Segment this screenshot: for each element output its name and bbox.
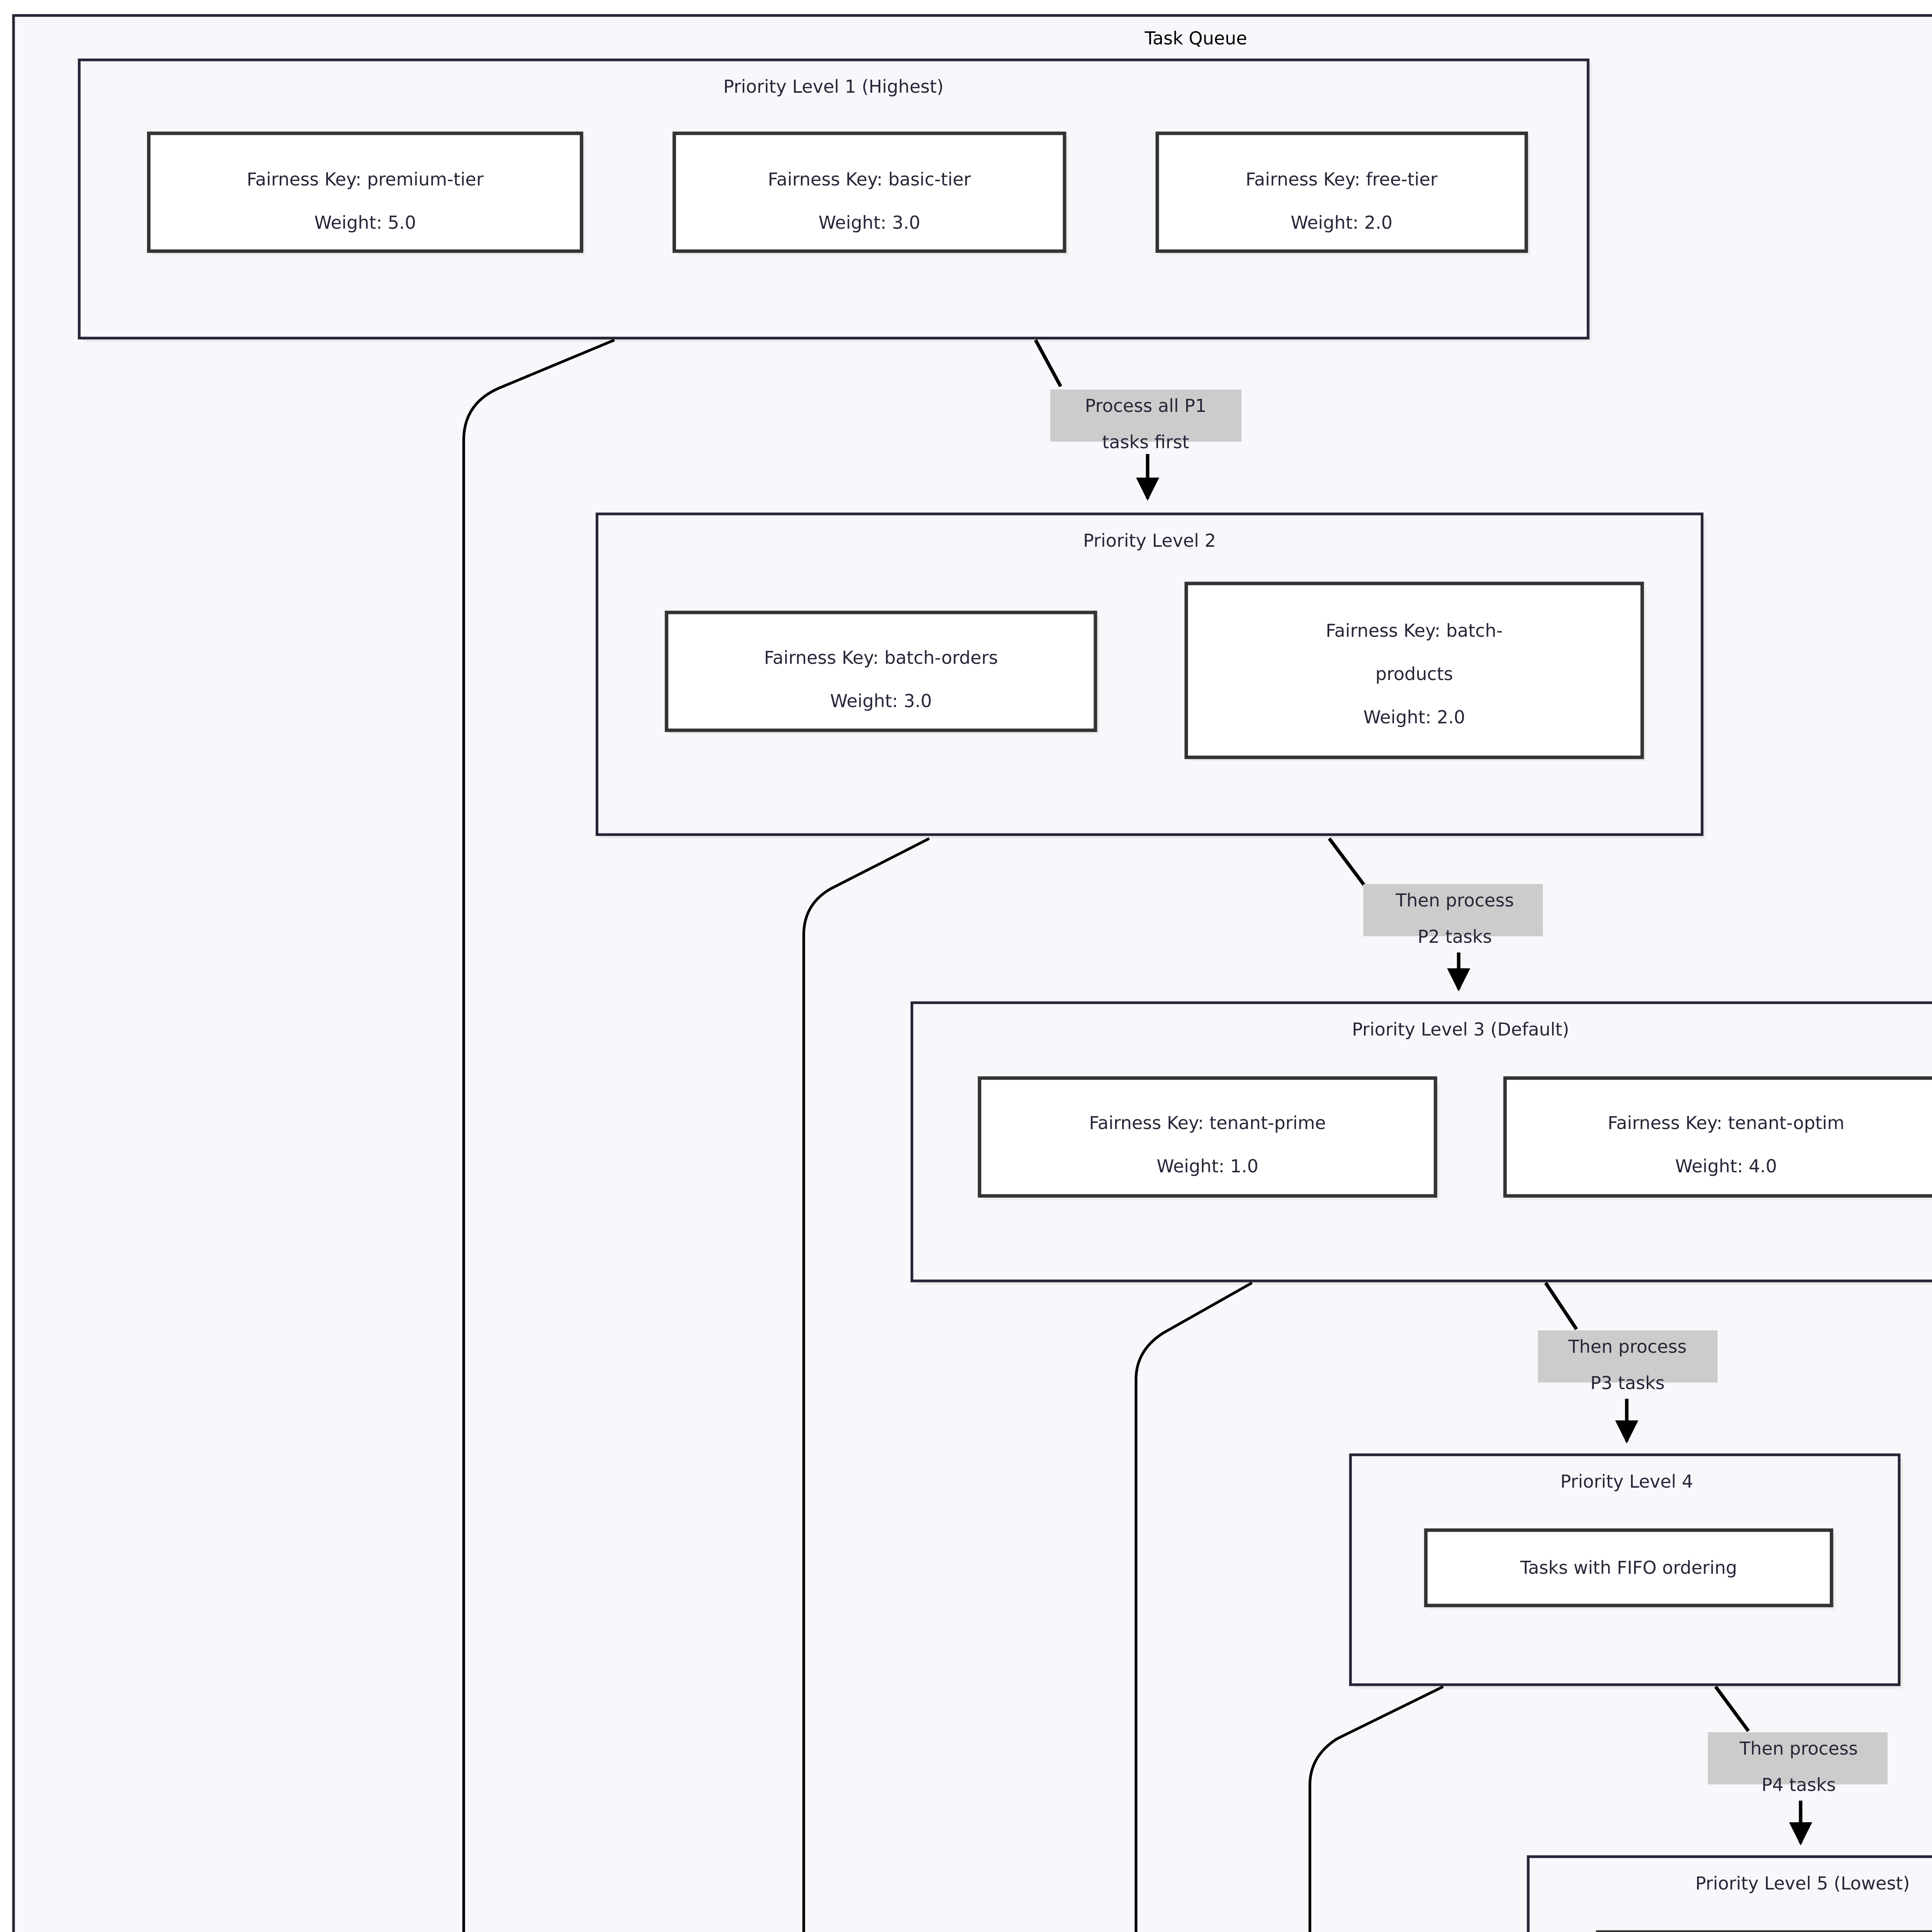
p1b-line2: Weight: 3.0: [818, 212, 920, 233]
p1a-line2: Weight: 5.0: [314, 212, 416, 233]
subgraph-priority-level-1: Priority Level 1 (Highest) Fairness Key:…: [78, 58, 1592, 342]
edge-label-p4-to-p5: Then process P4 tasks: [1708, 1732, 1888, 1795]
p1c-line2: Weight: 2.0: [1291, 212, 1393, 233]
edge-label-4-line2: P4 tasks: [1762, 1774, 1836, 1795]
p2b-line3: Weight: 2.0: [1363, 707, 1465, 728]
edge-p3-to-p4-upper: [1544, 1282, 1578, 1330]
edge-label-4-bg: [1708, 1732, 1888, 1784]
p4a-line1: Tasks with FIFO ordering: [1520, 1557, 1737, 1578]
p1b-line1: Fairness Key: basic-tier: [768, 169, 971, 190]
edge-label-3-bg: [1538, 1330, 1718, 1383]
edge-p2-to-workers: [802, 837, 930, 1932]
edge-label-2-bg: [1363, 884, 1543, 936]
edge-p2-to-p3-upper: [1328, 837, 1366, 886]
p2b-line2: products: [1376, 663, 1453, 684]
node-p1-basic-tier[interactable]: Fairness Key: basic-tier Weight: 3.0: [672, 131, 1068, 255]
edge-p4-to-workers: [1308, 1685, 1444, 1932]
edge-p1-to-p2-upper: [1034, 339, 1062, 388]
p1c-line1: Fairness Key: free-tier: [1246, 169, 1438, 190]
edge-label-3-line2: P3 tasks: [1590, 1372, 1665, 1393]
edge-label-1-bg: [1050, 389, 1242, 442]
p4a-rect[interactable]: [1424, 1528, 1833, 1607]
p2b-rect[interactable]: [1184, 582, 1644, 759]
p2-title: Priority Level 2: [1083, 530, 1216, 551]
edge-label-p2-to-p3: Then process P2 tasks: [1363, 884, 1543, 947]
p5-rect: [1527, 1855, 1932, 1932]
p3-title: Priority Level 3 (Default): [1352, 1019, 1569, 1040]
edge-label-2-line1: Then process: [1395, 890, 1514, 911]
subgraph-priority-level-2: Priority Level 2 Fairness Key: batch-ord…: [595, 512, 1706, 838]
p1b-rect[interactable]: [672, 131, 1066, 253]
node-p3-tenant-optim[interactable]: Fairness Key: tenant-optim Weight: 4.0: [1503, 1076, 1932, 1200]
p1a-rect[interactable]: [147, 131, 583, 253]
edge-label-p3-to-p4: Then process P3 tasks: [1538, 1330, 1718, 1393]
task-queue-title: Task Queue: [1144, 28, 1247, 49]
edge-label-4-line1: Then process: [1739, 1738, 1858, 1759]
p3a-line1: Fairness Key: tenant-prime: [1089, 1112, 1326, 1133]
subgraph-priority-level-4: Priority Level 4 Tasks with FIFO orderin…: [1349, 1453, 1903, 1689]
p1c-rect[interactable]: [1155, 131, 1528, 253]
p2b-line1: Fairness Key: batch-: [1326, 620, 1503, 641]
p3a-line2: Weight: 1.0: [1156, 1156, 1259, 1177]
node-p2-batch-orders[interactable]: Fairness Key: batch-orders Weight: 3.0: [665, 611, 1099, 734]
p2a-line2: Weight: 3.0: [830, 690, 932, 711]
node-p2-batch-products[interactable]: Fairness Key: batch- products Weight: 2.…: [1184, 582, 1646, 761]
edge-p3-to-workers: [1134, 1281, 1253, 1932]
p3b-rect[interactable]: [1503, 1076, 1932, 1198]
p1-title: Priority Level 1 (Highest): [723, 76, 944, 97]
edge-p4-to-p5-upper: [1714, 1685, 1750, 1732]
edge-p1-to-workers: [462, 338, 615, 1932]
edge-label-1-line2: tasks first: [1102, 432, 1189, 452]
p2a-rect[interactable]: [665, 611, 1097, 732]
subgraph-priority-level-5: Priority Level 5 (Lowest) Tasks with FIF…: [1527, 1855, 1932, 1932]
node-p4-fifo[interactable]: Tasks with FIFO ordering: [1424, 1528, 1835, 1609]
subgraph-priority-level-3: Priority Level 3 (Default) Fairness Key:…: [910, 1001, 1932, 1285]
p2a-line1: Fairness Key: batch-orders: [764, 647, 998, 668]
edge-label-p1-to-p2: Process all P1 tasks first: [1050, 389, 1242, 452]
node-p1-premium-tier[interactable]: Fairness Key: premium-tier Weight: 5.0: [147, 131, 585, 255]
p3b-line1: Fairness Key: tenant-optim: [1608, 1112, 1845, 1133]
node-p1-free-tier[interactable]: Fairness Key: free-tier Weight: 2.0: [1155, 131, 1530, 255]
p1a-line1: Fairness Key: premium-tier: [247, 169, 483, 190]
p3b-line2: Weight: 4.0: [1675, 1156, 1777, 1177]
p4-title: Priority Level 4: [1560, 1471, 1693, 1492]
edge-label-3-line1: Then process: [1568, 1336, 1687, 1357]
p5-title: Priority Level 5 (Lowest): [1695, 1873, 1910, 1894]
p3a-rect[interactable]: [978, 1076, 1437, 1198]
edge-label-2-line2: P2 tasks: [1418, 926, 1492, 947]
node-p3-tenant-prime[interactable]: Fairness Key: tenant-prime Weight: 1.0: [978, 1076, 1439, 1200]
edge-label-1-line1: Process all P1: [1085, 395, 1207, 416]
